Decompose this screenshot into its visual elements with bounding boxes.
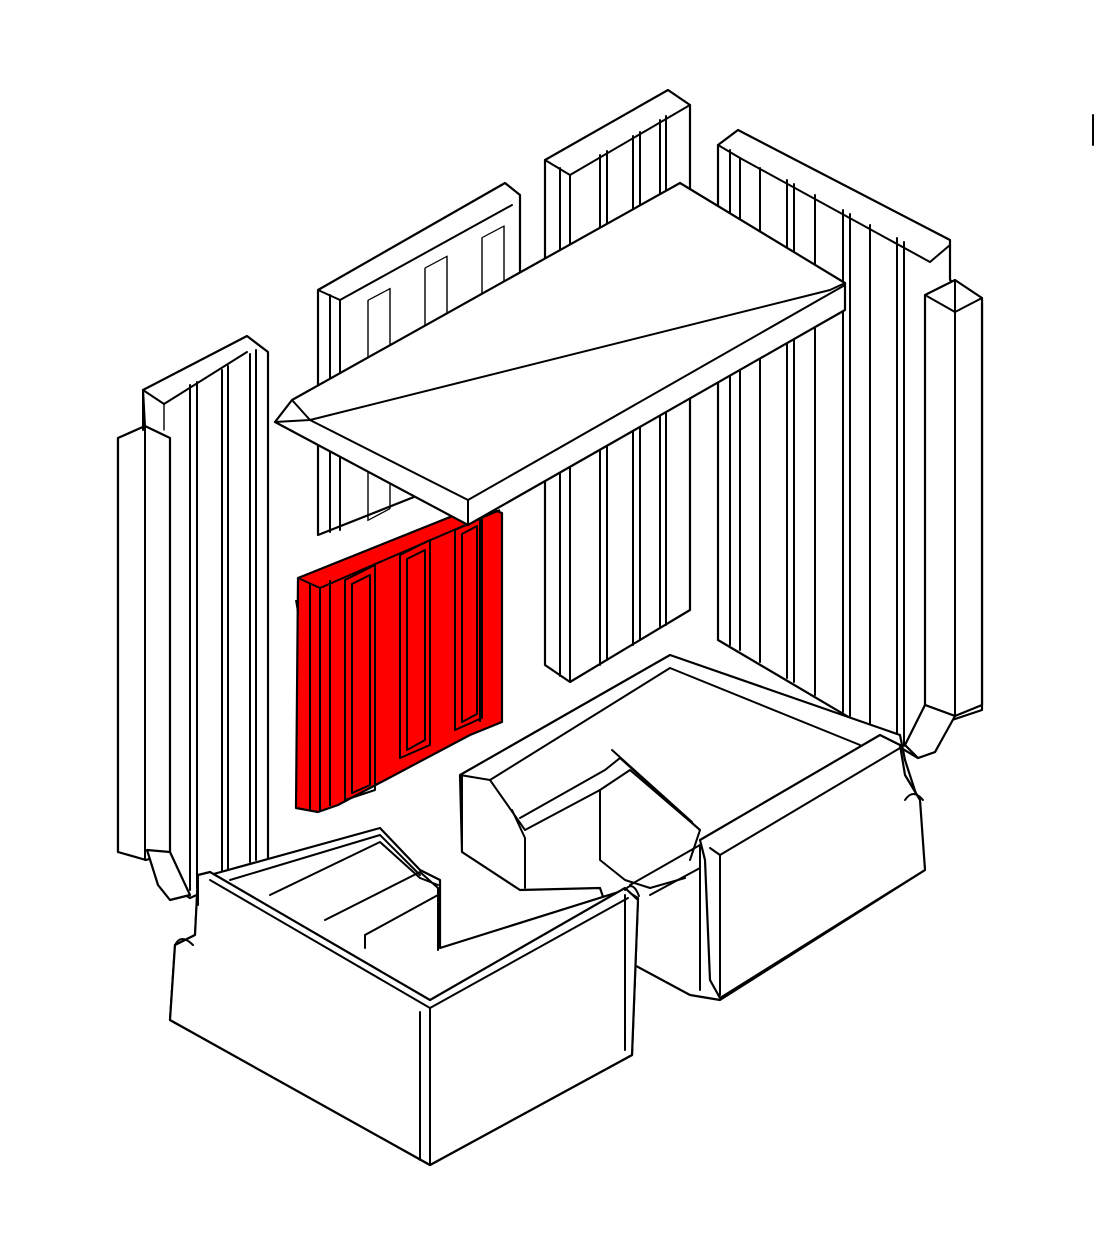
right-side-panel[interactable] — [716, 128, 984, 760]
right-floor-tray[interactable] — [458, 653, 927, 1002]
highlighted-rear-wall-brick[interactable] — [294, 503, 504, 814]
top-baffle-plate[interactable] — [273, 181, 847, 527]
left-floor-tray[interactable] — [168, 826, 640, 1167]
left-side-panel[interactable] — [116, 334, 270, 902]
